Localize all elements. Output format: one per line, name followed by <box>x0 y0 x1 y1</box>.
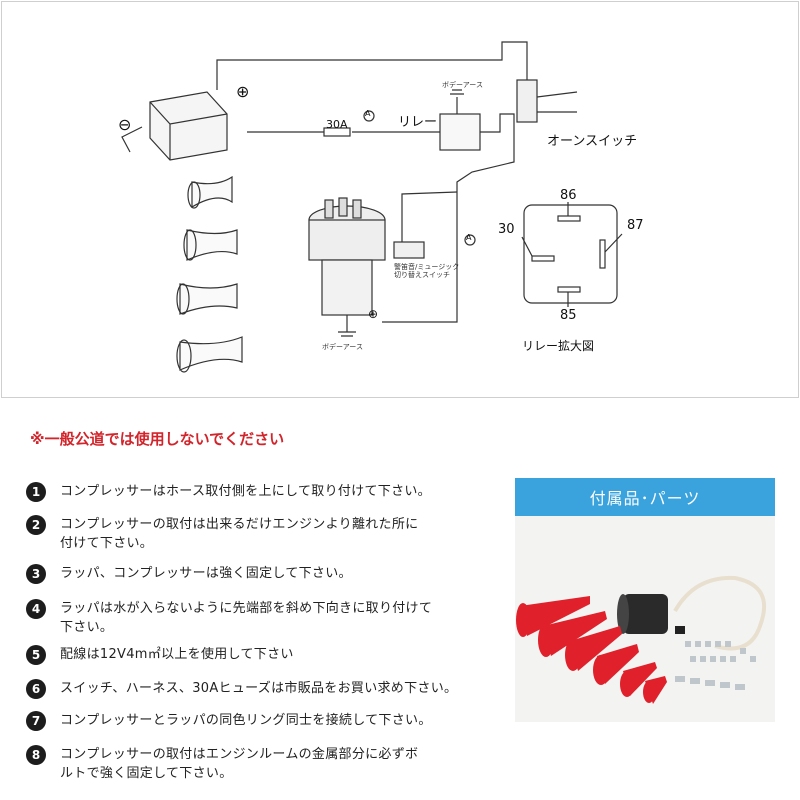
minus-terminal-label: ⊖ <box>118 115 132 134</box>
list-item: 4 ラッパは水が入らないように先端部を斜め下向きに取り付けて 下さい。 <box>26 599 506 637</box>
step-number: 3 <box>26 564 46 584</box>
wiring-diagram: ⊖ ⊕ 30A A A リレー ボデーアース オーンスイッチ 警笛音/ミュージッ… <box>1 1 799 398</box>
step-number: 8 <box>26 745 46 765</box>
plus-terminal-label: ⊕ <box>236 82 250 101</box>
horn-switch-label: オーンスイッチ <box>547 134 638 149</box>
compressor-photo <box>623 594 668 634</box>
relay-pin-30: 30 <box>498 222 515 237</box>
step-text: 配線は12V4m㎡以上を使用して下さい <box>60 647 294 662</box>
list-item: 3 ラッパ、コンプレッサーは強く固定して下さい。 <box>26 564 506 584</box>
selector-switch-label: 警笛音/ミュージック 切り替えスイッチ <box>394 263 460 279</box>
accessories-title: 付属品･パーツ <box>515 478 775 516</box>
list-item: 8 コンプレッサーの取付はエンジンルームの金属部分に必ずボ ルトで強く固定して下… <box>26 745 506 783</box>
fuse-label: 30A <box>326 118 348 131</box>
wiring-drawing <box>121 41 623 373</box>
list-item: 2 コンプレッサーの取付は出来るだけエンジンより離れた所に 付けて下さい。 <box>26 515 506 553</box>
relay-zoom-label: リレー拡大図 <box>522 339 595 353</box>
step-number: 5 <box>26 645 46 665</box>
relay-zoom-box <box>523 204 618 304</box>
warning-text: ※一般公道では使用しないでください <box>30 430 285 448</box>
step-number: 7 <box>26 711 46 731</box>
body-earth-bottom-label: ボデーアース <box>322 343 363 351</box>
step-text: コンプレッサーの取付は出来るだけエンジンより離れた所に 付けて下さい。 <box>60 517 419 551</box>
step-number: 4 <box>26 599 46 619</box>
body-earth-top-label: ボデーアース <box>442 81 483 89</box>
step-text: コンプレッサーとラッパの同色リング同士を接続して下さい。 <box>60 713 432 728</box>
small-parts <box>675 641 756 690</box>
horn-drawings <box>176 175 243 373</box>
step-text: コンプレッサーはホース取付側を上にして取り付けて下さい。 <box>60 484 431 499</box>
battery <box>149 91 228 161</box>
a-mark-top: A <box>365 109 371 118</box>
relay-pin-85: 85 <box>560 308 577 323</box>
step-text: スイッチ、ハーネス、30Aヒューズは市販品をお買い求め下さい。 <box>60 681 458 696</box>
step-text: ラッパは水が入らないように先端部を斜め下向きに取り付けて 下さい。 <box>60 601 433 635</box>
plus-compressor-label: ⊕ <box>368 307 379 321</box>
step-text: コンプレッサーの取付はエンジンルームの金属部分に必ずボ ルトで強く固定して下さい… <box>60 747 419 781</box>
relay-pin-87: 87 <box>627 218 644 233</box>
step-number: 1 <box>26 482 46 502</box>
accessories-panel: 付属品･パーツ <box>515 478 775 722</box>
list-item: 6 スイッチ、ハーネス、30Aヒューズは市販品をお買い求め下さい。 <box>26 679 506 699</box>
step-number: 6 <box>26 679 46 699</box>
step-number: 2 <box>26 515 46 535</box>
red-horns <box>516 596 667 704</box>
relay-pin-86: 86 <box>560 188 577 203</box>
list-item: 1 コンプレッサーはホース取付側を上にして取り付けて下さい。 <box>26 482 506 502</box>
list-item: 7 コンプレッサーとラッパの同色リング同士を接続して下さい。 <box>26 711 506 731</box>
a-mark-bottom: A <box>466 233 472 242</box>
accessories-photo <box>516 575 766 704</box>
list-item: 5 配線は12V4m㎡以上を使用して下さい <box>26 645 506 665</box>
relay-label: リレー <box>398 115 438 130</box>
step-text: ラッパ、コンプレッサーは強く固定して下さい。 <box>60 566 352 581</box>
